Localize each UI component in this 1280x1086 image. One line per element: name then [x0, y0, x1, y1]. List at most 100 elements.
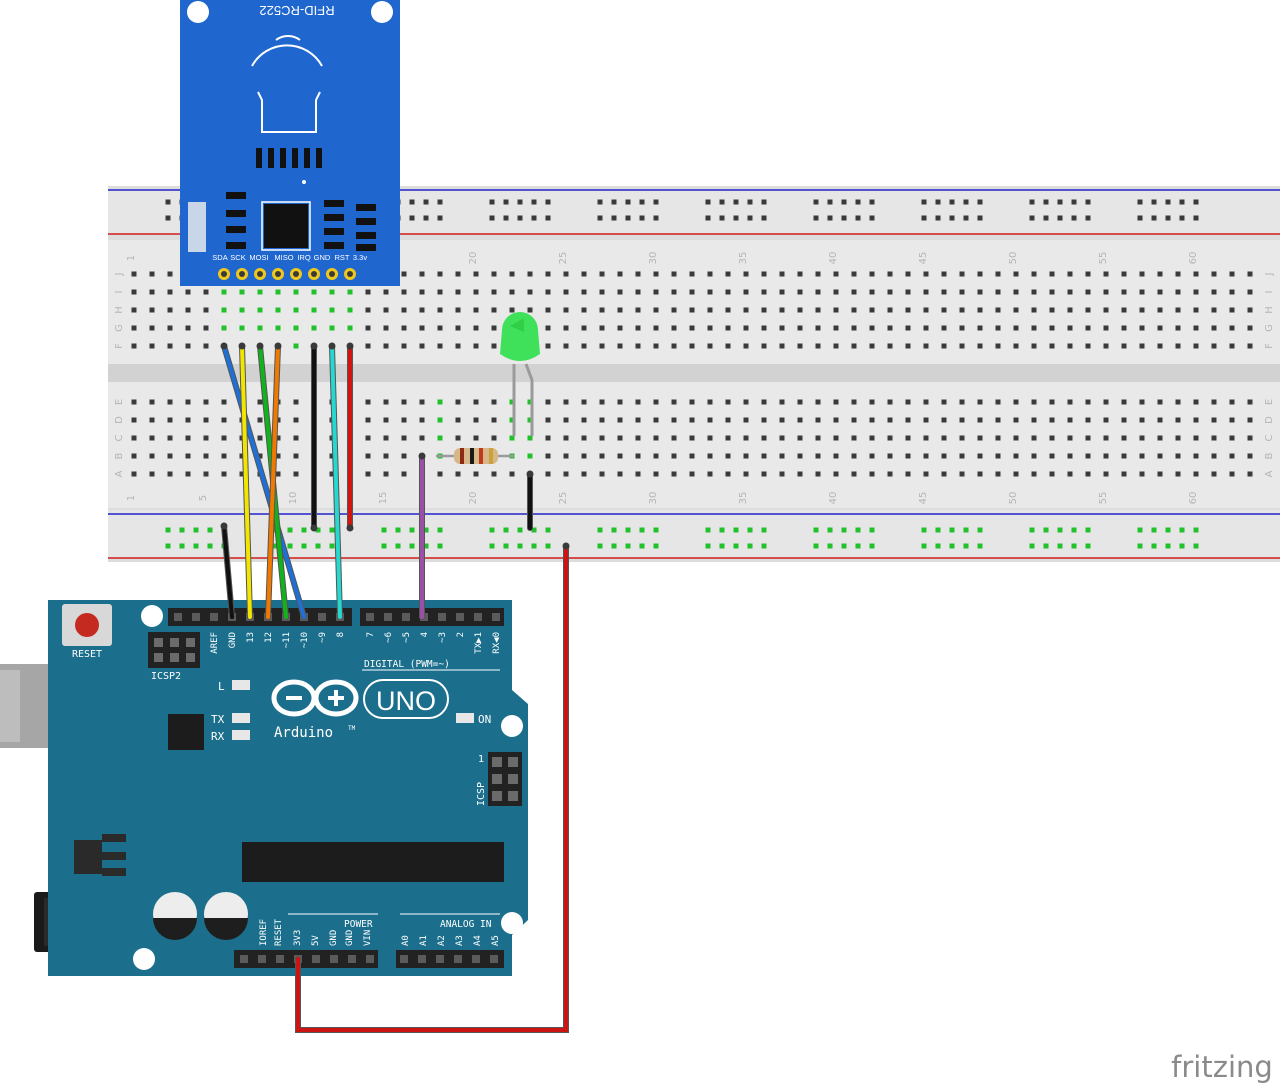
breadboard-hole [725, 289, 731, 295]
breadboard-hole [1193, 471, 1199, 477]
breadboard-hole [257, 325, 263, 331]
breadboard-hole [1085, 307, 1091, 313]
wire-power[interactable] [296, 544, 568, 1032]
breadboard-hole [275, 471, 281, 477]
breadboard-hole [1175, 471, 1181, 477]
wire-sda[interactable] [222, 344, 306, 619]
breadboard-hole [797, 307, 803, 313]
breadboard-hole [941, 399, 947, 405]
row-letter: G [114, 324, 125, 332]
breadboard-hole [1085, 343, 1091, 349]
breadboard-hole [581, 471, 587, 477]
breadboard-hole [185, 399, 191, 405]
wire-sck[interactable] [240, 344, 252, 619]
breadboard-hole [761, 435, 767, 441]
rail-hole [1029, 199, 1035, 205]
breadboard-hole [599, 325, 605, 331]
breadboard-hole [1049, 307, 1055, 313]
wire-rst[interactable] [330, 344, 342, 619]
digital-pin-label: 12 [264, 632, 274, 643]
breadboard-hole [869, 435, 875, 441]
rail-hole [963, 215, 969, 221]
breadboard-hole [1031, 307, 1037, 313]
breadboard-hole [347, 289, 353, 295]
rail-hole [1029, 527, 1035, 533]
rail-hole [1057, 199, 1063, 205]
breadboard-hole [545, 399, 551, 405]
breadboard-hole [1139, 271, 1145, 277]
breadboard-hole [617, 307, 623, 313]
header-pin [438, 613, 446, 621]
wire-gnd-rail[interactable] [222, 524, 234, 619]
breadboard-hole [1013, 289, 1019, 295]
breadboard-hole [707, 325, 713, 331]
breadboard-hole [959, 471, 965, 477]
breadboard-hole [437, 289, 443, 295]
breadboard-hole [1103, 471, 1109, 477]
breadboard-hole [653, 471, 659, 477]
header-pin [330, 955, 338, 963]
breadboard-hole [527, 307, 533, 313]
column-number: 35 [738, 492, 749, 505]
breadboard-hole [581, 417, 587, 423]
rail-hole [719, 215, 725, 221]
header-pin [384, 613, 392, 621]
breadboard-hole [563, 307, 569, 313]
rail-hole [705, 199, 711, 205]
rail-hole [827, 527, 833, 533]
breadboard-hole [761, 307, 767, 313]
rail-hole [517, 543, 523, 549]
breadboard-hole [995, 435, 1001, 441]
rail-hole [977, 543, 983, 549]
breadboard-hole [419, 271, 425, 277]
rail-hole [921, 215, 927, 221]
rfid-pin-label: MISO [274, 253, 293, 262]
breadboard-hole [257, 289, 263, 295]
uno-text: UNO [376, 686, 436, 716]
breadboard-hole [383, 307, 389, 313]
rail-hole [1179, 215, 1185, 221]
breadboard-hole [725, 471, 731, 477]
row-letter: E [1264, 399, 1275, 405]
breadboard-hole [257, 307, 263, 313]
column-number: 5 [198, 495, 209, 501]
rail-hole [855, 199, 861, 205]
breadboard-hole [977, 435, 983, 441]
breadboard-hole [311, 325, 317, 331]
breadboard-hole [797, 325, 803, 331]
breadboard-hole [743, 435, 749, 441]
breadboard-hole [1157, 435, 1163, 441]
breadboard-hole [851, 325, 857, 331]
rfid-pin-hole [347, 271, 353, 277]
rail-hole [517, 199, 523, 205]
rail-hole [1165, 543, 1171, 549]
reset-button[interactable] [62, 604, 112, 646]
breadboard-hole [419, 289, 425, 295]
breadboard-hole [1049, 399, 1055, 405]
breadboard-hole [545, 289, 551, 295]
breadboard-hole [617, 343, 623, 349]
breadboard-hole [617, 271, 623, 277]
breadboard-hole [1085, 435, 1091, 441]
breadboard-hole [671, 417, 677, 423]
breadboard-hole [131, 453, 137, 459]
breadboard-hole [581, 399, 587, 405]
rail-hole [1193, 527, 1199, 533]
breadboard-hole [1013, 343, 1019, 349]
breadboard-hole [635, 471, 641, 477]
rail-hole [489, 543, 495, 549]
rail-hole [301, 543, 307, 549]
breadboard-hole [365, 343, 371, 349]
breadboard-hole [1157, 307, 1163, 313]
breadboard-hole [365, 289, 371, 295]
breadboard-hole [851, 471, 857, 477]
row-letter: H [114, 306, 125, 314]
breadboard-hole [815, 435, 821, 441]
analog-pin-label: A1 [419, 935, 429, 946]
breadboard-hole [887, 417, 893, 423]
breadboard-hole [959, 289, 965, 295]
wire-miso[interactable] [266, 344, 280, 619]
breadboard-hole [1175, 325, 1181, 331]
breadboard-hole [1013, 399, 1019, 405]
breadboard-hole [851, 399, 857, 405]
